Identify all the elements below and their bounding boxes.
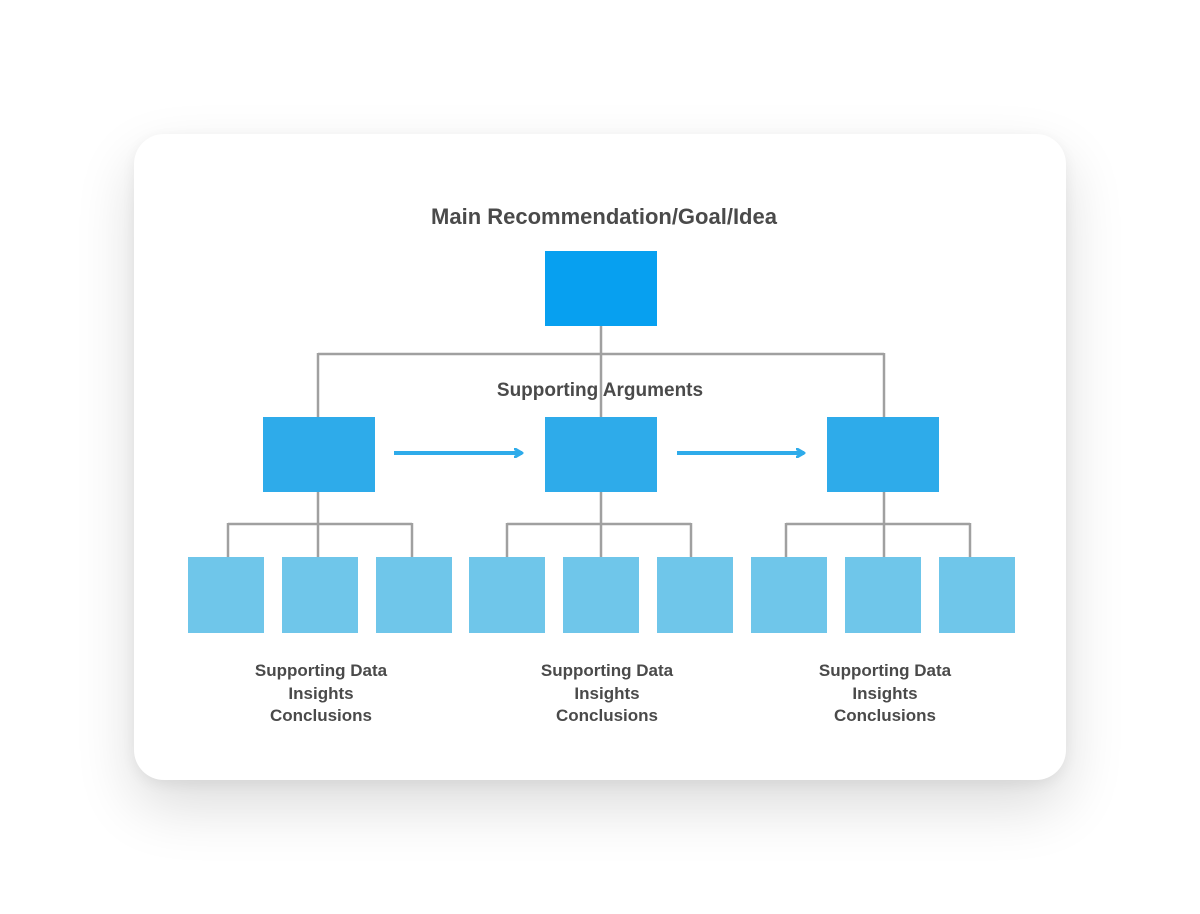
data-box-1-1	[188, 557, 264, 633]
caption-line: Insights	[288, 684, 353, 703]
data-box-2-1	[469, 557, 545, 633]
group-2-connectors	[505, 492, 693, 557]
caption-line: Conclusions	[270, 706, 372, 725]
caption-line: Supporting Data	[255, 661, 388, 680]
caption-line: Supporting Data	[819, 661, 952, 680]
argument-box-2	[545, 417, 657, 492]
caption-line: Supporting Data	[541, 661, 674, 680]
data-box-2-2	[563, 557, 639, 633]
data-box-3-1	[751, 557, 827, 633]
group-1-caption: Supporting Data Insights Conclusions	[255, 661, 388, 725]
group-1-connectors	[226, 492, 414, 557]
data-box-2-3	[657, 557, 733, 633]
supporting-arguments-label: Supporting Arguments	[497, 380, 703, 401]
main-recommendation-box	[545, 251, 657, 326]
group-3-caption: Supporting Data Insights Conclusions	[819, 661, 952, 725]
main-title: Main Recommendation/Goal/Idea	[431, 204, 778, 229]
data-box-3-3	[939, 557, 1015, 633]
group-2-caption: Supporting Data Insights Conclusions	[541, 661, 674, 725]
data-box-3-2	[845, 557, 921, 633]
caption-line: Conclusions	[834, 706, 936, 725]
argument-box-3	[827, 417, 939, 492]
argument-box-1	[263, 417, 375, 492]
data-box-1-3	[376, 557, 452, 633]
caption-line: Insights	[852, 684, 917, 703]
data-box-1-2	[282, 557, 358, 633]
caption-line: Insights	[574, 684, 639, 703]
group-3-connectors	[784, 492, 972, 557]
caption-line: Conclusions	[556, 706, 658, 725]
top-connectors	[316, 326, 886, 417]
